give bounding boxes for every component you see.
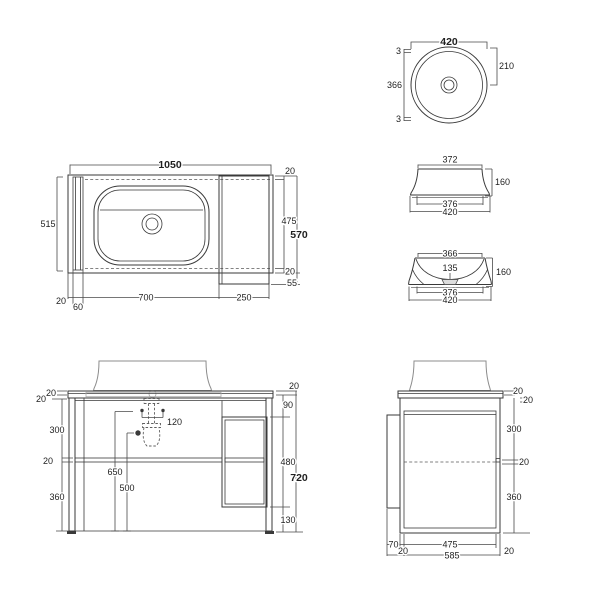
dim-vanity-front-divider: 20 <box>43 456 53 466</box>
dim-vanity-front-shelf-height: 480 <box>280 457 295 467</box>
dim-vanity-top-edge-thickness: 20 <box>56 296 66 306</box>
vanity-top-dashed-edges <box>85 179 271 269</box>
dim-vanity-side-back-panel: 20 <box>398 546 408 556</box>
dim-vanity-side-carcass-depth: 475 <box>442 540 457 550</box>
basin-section-drain <box>441 279 459 285</box>
vanity-side-counter <box>397 390 504 399</box>
basin-section-outline <box>408 257 492 285</box>
dim-basin-top-width: 420 <box>440 36 458 48</box>
dim-lines-basin-section <box>408 253 493 301</box>
dim-vanity-front-supply-height: 500 <box>119 483 134 493</box>
view-vanity-side: 20 20 300 20 360 70 475 20 585 20 <box>386 360 534 562</box>
dim-vanity-top-panel-offset: 60 <box>73 302 83 312</box>
vanity-front-left-foot <box>67 531 76 534</box>
vanity-front-tap-hole-right <box>161 408 165 413</box>
dim-lines-basin-side <box>409 164 493 213</box>
dim-vanity-front-tap-spacing: 120 <box>167 417 182 427</box>
view-basin-section: 366 135 160 376 420 <box>408 247 512 306</box>
vanity-front-left-panel <box>68 397 76 532</box>
vanity-top-drain-inner <box>145 217 159 231</box>
dim-basin-top-half-depth: 210 <box>499 61 514 71</box>
dim-vanity-top-basin-span: 700 <box>138 293 153 303</box>
vanity-front-trap-plumbing <box>142 398 161 447</box>
dim-basin-side-base-width: 376 <box>442 199 457 209</box>
view-basin-top: 420 210 3 366 3 <box>386 35 516 126</box>
basin-drain-outer <box>440 76 458 94</box>
dim-vanity-top-gap-bottom: 20 <box>285 267 295 277</box>
basin-side-profile <box>409 168 491 196</box>
vanity-top-basin-inner <box>97 189 206 262</box>
dim-basin-section-base-width: 376 <box>442 288 457 298</box>
dim-basin-side-height: 160 <box>495 177 510 187</box>
vanity-front-tap-hole-left <box>140 408 144 413</box>
vanity-front-shelf-outer <box>221 416 268 508</box>
view-vanity-front: 120 650 500 20 20 300 20 360 20 90 480 7… <box>35 360 309 534</box>
dim-lines-basin-top <box>403 41 498 121</box>
dim-vanity-top-shelf-width: 250 <box>236 293 251 303</box>
dim-lines-vanity-front <box>52 390 303 533</box>
dim-vanity-side-top-rail: 20 <box>523 395 533 405</box>
vanity-top-left-panel-lines <box>75 177 81 270</box>
dim-vanity-top-overall-width: 1050 <box>158 159 182 171</box>
vanity-front-supply-point <box>135 430 141 436</box>
dim-vanity-front-apron-height: 90 <box>283 400 293 410</box>
dim-basin-section-outer-width: 420 <box>442 295 457 305</box>
vanity-front-counter-deck <box>85 391 222 398</box>
dim-basin-section-height: 160 <box>496 267 511 277</box>
dim-basin-section-inner-depth: 135 <box>442 263 457 273</box>
dim-vanity-front-bottom-gap: 130 <box>280 515 295 525</box>
dim-vanity-top-depth: 515 <box>40 219 55 229</box>
dim-basin-top-gap-bottom: 3 <box>396 114 401 124</box>
vanity-side-cabinet <box>399 397 501 534</box>
dim-vanity-front-right-counter: 20 <box>289 381 299 391</box>
dim-vanity-side-divider: 20 <box>519 457 529 467</box>
dim-lines-vanity-side <box>386 390 532 556</box>
dim-vanity-top-shelf-overhang: 55 <box>287 278 297 288</box>
basin-outer-rim <box>410 46 488 124</box>
vanity-top-basin-outer <box>93 185 210 266</box>
view-vanity-top: 1050 515 20 475 570 20 55 20 60 700 250 <box>39 158 309 314</box>
basin-section-feet <box>412 269 488 285</box>
leader-lines-vanity-front <box>111 411 164 532</box>
basin-inner-rim <box>415 51 483 119</box>
dim-vanity-front-waste-height: 650 <box>107 467 122 477</box>
vanity-side-divider-end <box>495 458 501 463</box>
vanity-side-inner-frame <box>403 410 497 529</box>
dim-lines-vanity-top <box>56 164 300 305</box>
dim-basin-section-top-width: 366 <box>442 249 457 259</box>
vanity-front-right-foot <box>265 531 274 534</box>
vanity-top-drain-outer <box>141 213 163 235</box>
vanity-side-wall-bracket <box>386 414 401 509</box>
dim-vanity-front-upper-section: 300 <box>49 425 64 435</box>
vanity-front-shelf-mid <box>224 457 265 463</box>
dim-basin-top-gap-top: 3 <box>396 46 401 56</box>
dim-basin-side-outer-width: 420 <box>442 207 457 217</box>
dim-vanity-front-overall-height: 720 <box>290 472 308 484</box>
basin-drain-inner <box>443 79 455 91</box>
view-basin-side: 372 160 376 420 <box>409 153 511 218</box>
vanity-front-divider <box>74 457 223 463</box>
dim-vanity-top-overall-depth: 570 <box>290 229 308 241</box>
dim-basin-top-inner: 366 <box>387 80 402 90</box>
vanity-top-outline <box>67 174 274 274</box>
dim-vanity-top-gap-top: 20 <box>285 166 295 176</box>
dim-vanity-top-counter-depth: 475 <box>281 216 296 226</box>
dim-vanity-side-lower-section: 360 <box>506 492 521 502</box>
dim-vanity-side-counter-thickness: 20 <box>513 386 523 396</box>
dim-vanity-front-counter-thickness: 20 <box>46 388 56 398</box>
dim-vanity-front-lower-section: 360 <box>49 492 64 502</box>
vanity-front-frame-lines <box>75 398 266 532</box>
dim-vanity-side-overall-depth: 585 <box>444 551 459 561</box>
dim-basin-side-top-width: 372 <box>442 155 457 165</box>
vanity-front-counter <box>67 390 274 399</box>
dim-vanity-side-bracket-depth: 70 <box>388 540 398 550</box>
dim-vanity-front-top-rail: 20 <box>36 394 46 404</box>
vanity-top-left-panel <box>72 176 84 271</box>
vanity-top-shelf <box>218 175 270 285</box>
vanity-front-basin <box>92 360 213 391</box>
vanity-side-basin <box>408 360 492 391</box>
dim-vanity-side-door-thickness: 20 <box>504 546 514 556</box>
dim-vanity-side-upper-section: 300 <box>506 424 521 434</box>
